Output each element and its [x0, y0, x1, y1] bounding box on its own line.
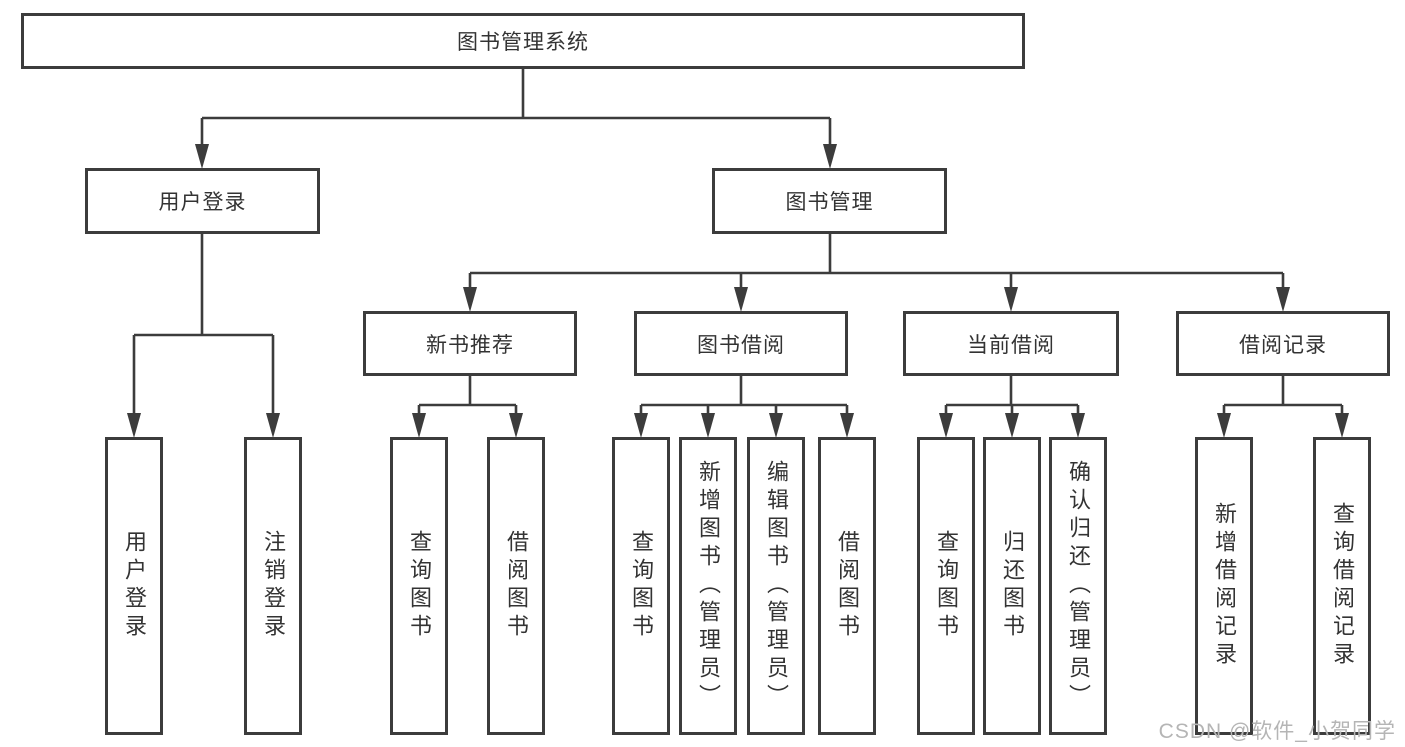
node-label: 查询图书: [407, 530, 432, 642]
node-leaf-query-books-1: 查询图书: [390, 437, 448, 735]
node-label: 查询图书: [934, 530, 959, 642]
node-book-management-module: 图书管理: [712, 168, 947, 234]
node-leaf-query-books-3: 查询图书: [917, 437, 975, 735]
node-leaf-query-books-2: 查询图书: [612, 437, 670, 735]
node-label: 编辑图书（管理员）: [764, 460, 789, 712]
node-current-borrowing: 当前借阅: [903, 311, 1119, 376]
node-label: 查询图书: [629, 530, 654, 642]
node-leaf-borrow-books-2: 借阅图书: [818, 437, 876, 735]
node-leaf-return-book: 归还图书: [983, 437, 1041, 735]
node-user-login-module: 用户登录: [85, 168, 320, 234]
node-new-book-recommend: 新书推荐: [363, 311, 577, 376]
node-label: 借阅记录: [1239, 333, 1327, 357]
node-label: 图书管理系统: [457, 31, 589, 54]
node-label: 新增图书（管理员）: [696, 460, 721, 712]
node-label: 查询借阅记录: [1330, 502, 1355, 670]
node-label: 新书推荐: [426, 333, 514, 357]
node-leaf-edit-book-admin: 编辑图书（管理员）: [747, 437, 805, 735]
node-book-borrowing: 图书借阅: [634, 311, 848, 376]
node-label: 确认归还（管理员）: [1066, 460, 1091, 712]
node-system-root: 图书管理系统: [21, 13, 1025, 69]
node-leaf-add-borrow-record: 新增借阅记录: [1195, 437, 1253, 735]
node-label: 归还图书: [1000, 530, 1025, 642]
csdn-watermark: CSDN @软件_小贺同学: [1158, 720, 1396, 743]
node-leaf-borrow-books-1: 借阅图书: [487, 437, 545, 735]
node-label: 用户登录: [122, 530, 147, 642]
node-leaf-user-login: 用户登录: [105, 437, 163, 735]
node-label: 用户登录: [158, 191, 247, 214]
node-label: 图书借阅: [697, 333, 785, 357]
node-leaf-logout: 注销登录: [244, 437, 302, 735]
node-label: 借阅图书: [835, 530, 860, 642]
node-label: 当前借阅: [967, 333, 1055, 357]
node-leaf-add-book-admin: 新增图书（管理员）: [679, 437, 737, 735]
node-label: 注销登录: [261, 530, 286, 642]
arrowheads: [127, 144, 1349, 438]
node-leaf-query-borrow-record: 查询借阅记录: [1313, 437, 1371, 735]
node-borrow-records: 借阅记录: [1176, 311, 1390, 376]
node-label: 图书管理: [785, 191, 874, 214]
node-label: 借阅图书: [504, 530, 529, 642]
node-label: 新增借阅记录: [1212, 502, 1237, 670]
node-leaf-confirm-return-admin: 确认归还（管理员）: [1049, 437, 1107, 735]
